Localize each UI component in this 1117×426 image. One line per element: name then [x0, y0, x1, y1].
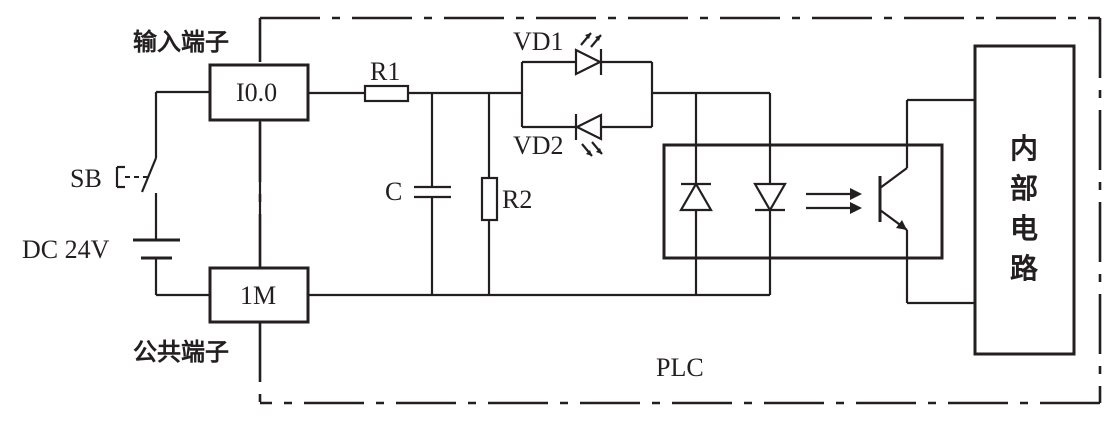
sb-label: SB — [70, 164, 102, 193]
internal-circuit-char-1: 内 — [1010, 132, 1038, 165]
r2-resistor — [480, 93, 499, 295]
internal-circuit-char-4: 路 — [1010, 252, 1039, 285]
internal-circuit-char-2: 部 — [1010, 172, 1038, 205]
external-circuit — [140, 90, 210, 297]
vd1-label: VD1 — [513, 27, 564, 56]
dc-24v-label: DC 24V — [22, 235, 110, 264]
terminal-1m-label: 1M — [240, 281, 276, 310]
r1-resistor — [363, 84, 410, 103]
optocoupler-box — [662, 143, 944, 260]
plc-label: PLC — [656, 353, 704, 382]
light-arrows-icon — [806, 188, 862, 214]
push-button-icon — [115, 165, 148, 189]
battery-icon — [133, 238, 180, 260]
optocoupler-diodes — [679, 93, 787, 295]
common-terminal-label: 公共端子 — [133, 338, 229, 366]
input-terminal-label: 输入端子 — [133, 28, 229, 56]
r2-label: R2 — [502, 185, 532, 214]
led-pair — [520, 32, 654, 157]
internal-circuit-box — [973, 44, 1076, 356]
internal-circuit-char-3: 电 — [1010, 212, 1038, 245]
phototransistor — [878, 98, 975, 305]
r1-label: R1 — [370, 57, 400, 86]
terminal-i00-label: I0.0 — [236, 78, 277, 107]
c-label: C — [385, 177, 402, 206]
capacitor-c — [414, 93, 451, 295]
vd2-label: VD2 — [513, 131, 564, 160]
